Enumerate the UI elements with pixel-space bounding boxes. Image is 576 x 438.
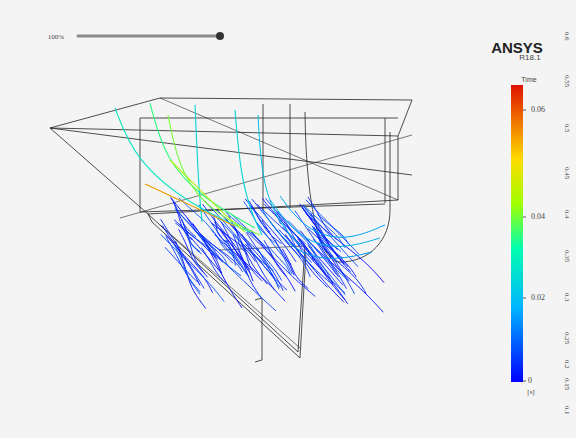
streamline (295, 211, 338, 277)
color-bar (511, 85, 526, 382)
streamline (288, 220, 348, 279)
streamline (170, 198, 222, 261)
streamline (264, 204, 306, 244)
colorbar-tick: 0 (528, 377, 532, 385)
streamlines (115, 103, 385, 312)
streamline (195, 105, 202, 222)
colorbar-tick: 0.06 (531, 106, 545, 114)
streamline (168, 115, 260, 235)
streamline (190, 237, 221, 274)
streamline (280, 196, 385, 237)
colorbar-tick: 0.02 (531, 294, 545, 302)
streamline (195, 231, 243, 272)
product-logo: ANSYS (491, 40, 543, 55)
streamline (257, 248, 279, 289)
streamline (312, 245, 383, 312)
streamline (302, 208, 343, 264)
time-slider (78, 32, 224, 40)
streamline (170, 160, 245, 232)
slider-value: 100% (48, 34, 64, 41)
streamline (175, 209, 216, 251)
axis-tick: 0.55 (563, 75, 570, 87)
geometry-wireframe (50, 98, 412, 362)
streamline (211, 223, 255, 262)
streamline (313, 239, 366, 293)
axis-tick: 0.2 (563, 360, 570, 369)
colorbar-title: Time (521, 76, 536, 83)
axis-tick: 0.35 (563, 250, 570, 262)
streamline (265, 198, 291, 230)
streamline (268, 246, 290, 274)
colorbar-unit: [s] (527, 389, 534, 396)
colorbar-tick: 0.04 (531, 213, 545, 221)
streamline (270, 200, 380, 246)
axis-tick: 0.5 (563, 124, 570, 133)
streamline (262, 210, 372, 258)
streamline (264, 240, 286, 276)
streamline (257, 204, 325, 273)
axis-tick: 0.45 (563, 167, 570, 179)
streamline (291, 230, 345, 295)
axis-tick: 0.6 (563, 32, 570, 41)
axis-tick: 0.15 (563, 378, 570, 390)
streamline (161, 219, 205, 288)
streamline (161, 234, 225, 301)
streamline (150, 103, 255, 228)
axis-tick: 0.1 (563, 406, 570, 415)
streamline (225, 240, 249, 277)
streamline (174, 220, 215, 258)
product-version: R18.1 (519, 54, 540, 62)
axis-tick: 0.25 (563, 332, 570, 344)
axis-tick: 0.4 (563, 210, 570, 219)
streamline (282, 249, 308, 289)
streamline (221, 222, 250, 273)
streamline (258, 115, 300, 245)
streamline (306, 213, 384, 282)
streamline (145, 184, 235, 226)
streamline (175, 223, 217, 260)
axis-tick: 0.3 (563, 293, 570, 302)
streamline (235, 110, 262, 235)
